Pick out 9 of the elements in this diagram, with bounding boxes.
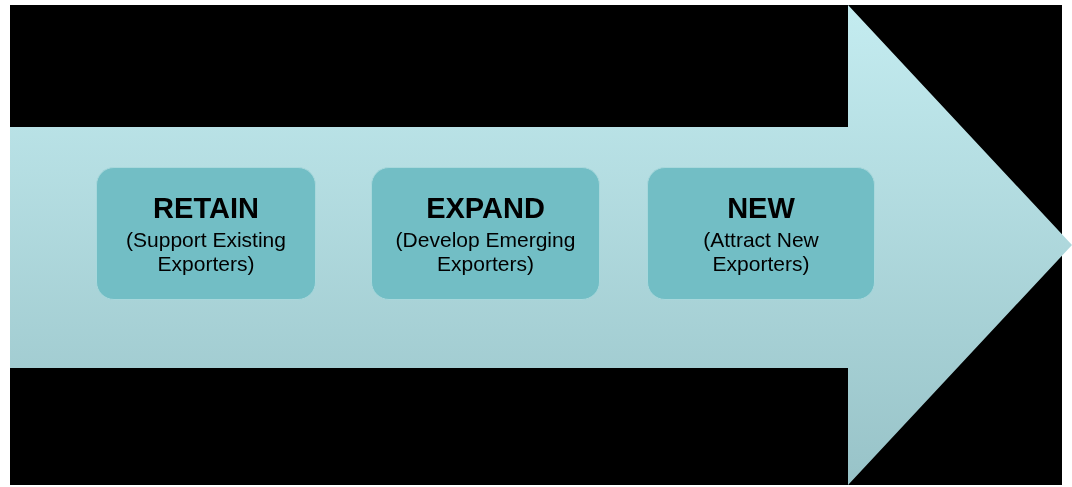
box-heading: NEW [727,191,795,224]
box-description: (Attract New Exporters) [702,227,820,276]
box-heading: RETAIN [153,191,259,224]
box-description: (Support Existing Exporters) [125,227,287,276]
rounded-box [96,167,316,300]
rounded-box [647,167,875,300]
box-heading: EXPAND [426,191,545,224]
rounded-box [371,167,600,300]
box-description: (Develop Emerging Exporters) [394,227,577,276]
